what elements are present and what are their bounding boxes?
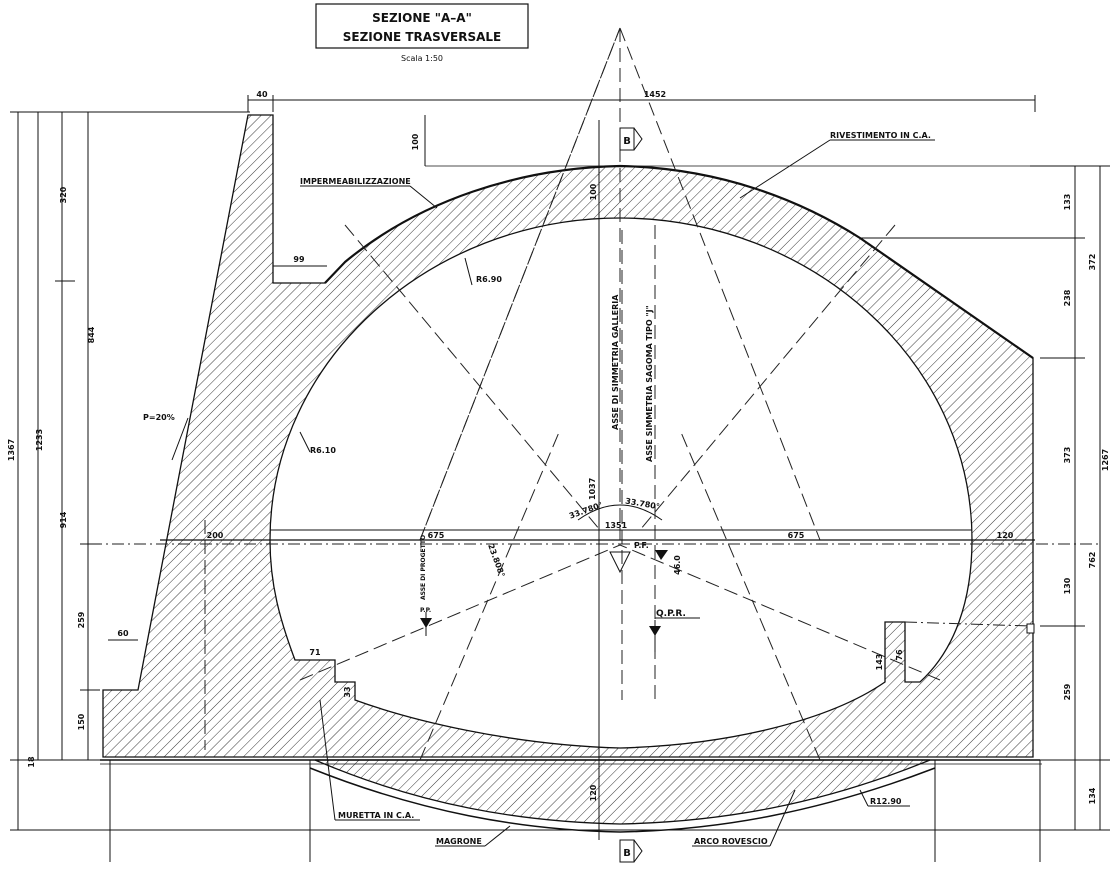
right-dimensions: 133 372 238 373 1267 762 130 259 134: [860, 165, 1110, 830]
svg-text:33: 33: [343, 686, 352, 697]
svg-text:1267: 1267: [1101, 449, 1110, 471]
title-line1: SEZIONE "A–A": [372, 11, 472, 25]
lean-concrete-line: [100, 759, 1040, 833]
svg-text:914: 914: [59, 511, 68, 528]
title-block: SEZIONE "A–A" SEZIONE TRASVERSALE Scala …: [315, 3, 529, 63]
title-box: [315, 3, 529, 49]
label-muretta: MURETTA IN C.A.: [338, 811, 414, 820]
svg-text:1233: 1233: [35, 429, 44, 451]
section-marker-bottom: B: [619, 839, 643, 863]
label-qpr: Q.P.R.: [656, 609, 686, 619]
label-pp: P.P.: [420, 607, 431, 614]
svg-text:259: 259: [77, 611, 86, 628]
label-magrone: MAGRONE: [436, 837, 482, 846]
section-marker-top: B: [619, 127, 643, 151]
svg-text:373: 373: [1063, 447, 1072, 464]
svg-text:76: 76: [895, 649, 904, 661]
svg-text:372: 372: [1088, 254, 1097, 271]
svg-text:143: 143: [875, 654, 884, 671]
svg-text:B: B: [623, 848, 631, 859]
svg-text:60: 60: [117, 629, 129, 638]
svg-text:1367: 1367: [7, 439, 16, 461]
svg-text:259: 259: [1063, 683, 1072, 700]
svg-text:150: 150: [77, 713, 86, 730]
svg-text:134: 134: [1088, 787, 1097, 804]
svg-text:71: 71: [309, 648, 321, 657]
svg-text:18: 18: [27, 756, 36, 768]
invert-arch: [314, 759, 931, 825]
svg-text:99: 99: [293, 255, 305, 264]
label-arco-rovescio: ARCO ROVESCIO: [694, 837, 768, 846]
svg-text:40: 40: [256, 90, 268, 99]
svg-text:100: 100: [589, 183, 598, 200]
svg-text:762: 762: [1088, 552, 1097, 569]
scale-label: Scala 1:50: [401, 54, 443, 63]
svg-text:130: 130: [1063, 577, 1072, 594]
svg-text:320: 320: [59, 186, 68, 203]
label-slope: P=20%: [143, 413, 175, 422]
svg-text:133: 133: [1063, 194, 1072, 211]
svg-text:B: B: [623, 136, 631, 147]
title-line2: SEZIONE TRASVERSALE: [343, 30, 501, 44]
label-rivestimento: RIVESTIMENTO IN C.A.: [830, 131, 931, 140]
svg-text:238: 238: [1063, 289, 1072, 306]
label-asse-galleria: ASSE DI SIMMETRIA GALLERIA: [611, 294, 620, 430]
label-radius-r1: R6.90: [476, 275, 502, 284]
label-impermeabilizzazione: IMPERMEABILIZZAZIONE: [300, 177, 411, 186]
svg-text:1351: 1351: [605, 521, 628, 530]
label-radius-r2: R6.10: [310, 446, 336, 455]
svg-text:46.0: 46.0: [673, 555, 682, 575]
reference-marker: [1026, 623, 1035, 634]
construction-lines: [90, 27, 1100, 761]
foundation-lines: [100, 760, 1042, 862]
angle-arc: [577, 504, 663, 521]
label-radius-r3: R12.90: [870, 797, 902, 806]
label-asse-progetto: ASSE DI PROGETTO: [420, 535, 427, 600]
top-dimensions: 40 1452 100 100 99: [247, 90, 1036, 267]
svg-text:675: 675: [788, 531, 805, 540]
svg-text:120: 120: [589, 784, 598, 801]
label-asse-sagoma: ASSE SIMMETRIA SAGOMA TIPO "J": [645, 305, 654, 462]
label-angle-3: 23.808°: [486, 543, 506, 579]
svg-text:1452: 1452: [644, 90, 666, 99]
svg-text:844: 844: [87, 326, 96, 343]
left-dimensions: 320 844 1233 1367 914 259 150 18 60: [7, 111, 1110, 831]
svg-text:100: 100: [411, 133, 420, 150]
label-1037: 1037: [588, 478, 597, 500]
svg-text:120: 120: [997, 531, 1014, 540]
svg-text:200: 200: [207, 531, 224, 540]
label-pf: P.F.: [634, 541, 649, 550]
svg-text:675: 675: [428, 531, 445, 540]
mid-dimensions: 200 675 675 1351 120 71 33 46.0 143 76 1…: [207, 521, 1014, 801]
